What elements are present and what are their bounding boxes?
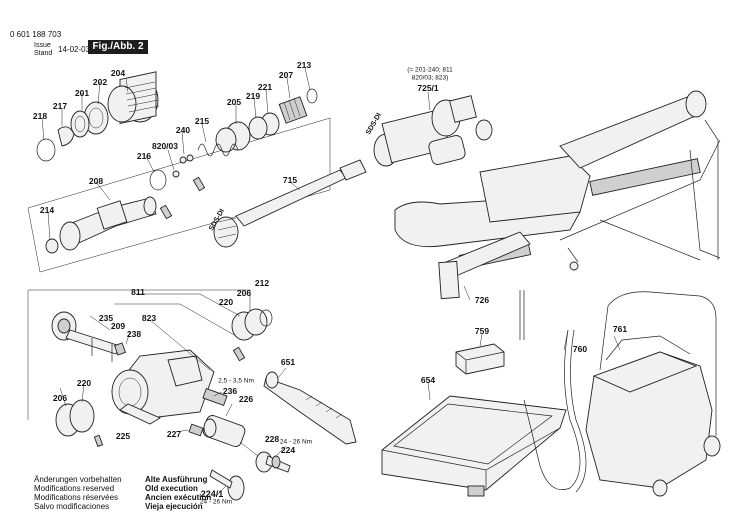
label-201: 201 xyxy=(74,88,90,98)
label-220a: 220 xyxy=(218,297,234,307)
label-654: 654 xyxy=(420,375,436,385)
part-224-1-bolt xyxy=(209,469,245,501)
label-725-note2: 820/03; 823) xyxy=(411,74,449,82)
part-grease xyxy=(192,176,206,192)
part-224-bolt xyxy=(255,451,291,473)
label-715: 715 xyxy=(282,175,298,185)
part-820-ball xyxy=(172,170,180,178)
label-238: 238 xyxy=(126,329,142,339)
part-236-screw xyxy=(202,387,228,407)
issue-label: Issue xyxy=(34,42,51,49)
part-206a-ring xyxy=(244,308,268,336)
label-torque-2: 24 - 26 Nm xyxy=(279,438,313,446)
label-726: 726 xyxy=(474,295,490,305)
label-725-note: (= 201-240; 811 xyxy=(407,66,453,74)
part-761-vacuum xyxy=(585,291,721,497)
part-219-ring xyxy=(248,116,268,140)
label-207: 207 xyxy=(278,70,294,80)
label-820-03: 820/03 xyxy=(152,141,178,151)
part-227-screw xyxy=(188,423,204,437)
part-207-cage xyxy=(278,96,308,124)
part-218-circlip xyxy=(36,138,56,162)
label-759: 759 xyxy=(474,326,490,336)
label-206a: 206 xyxy=(236,288,252,298)
part-651-handle xyxy=(263,371,357,445)
footer-note-de: Änderungen vorbehalten xyxy=(34,475,122,484)
main-machine xyxy=(394,90,721,340)
part-759-box xyxy=(455,343,505,375)
part-number: 0 601 188 703 xyxy=(10,30,62,39)
part-212-circlip xyxy=(259,309,273,327)
part-204-sleeve xyxy=(107,71,160,125)
part-213-circlip xyxy=(306,88,318,104)
label-216: 216 xyxy=(136,151,152,161)
footer-note-fr: Modifications réservées xyxy=(34,493,119,502)
part-220b-ring xyxy=(69,399,95,433)
label-235: 235 xyxy=(98,313,114,323)
label-202: 202 xyxy=(92,77,108,87)
part-208-spindle xyxy=(59,196,157,251)
part-214-ring xyxy=(45,238,59,254)
label-219: 219 xyxy=(245,91,261,101)
footer-note-en: Modifications reserved xyxy=(34,484,115,493)
label-209: 209 xyxy=(110,321,126,331)
label-227: 227 xyxy=(166,429,182,439)
part-238-spring xyxy=(113,342,127,356)
figure-badge: Fig./Abb. 2 xyxy=(88,40,148,54)
label-651: 651 xyxy=(280,357,296,367)
upper-group-frame xyxy=(27,117,331,273)
old-exec-en: Old execution xyxy=(145,484,198,493)
part-217-clip xyxy=(57,126,75,147)
stand-label: Stand xyxy=(34,50,53,57)
label-225: 225 xyxy=(115,431,131,441)
part-715-shank xyxy=(213,159,367,248)
label-823: 823 xyxy=(141,313,157,323)
label-240: 240 xyxy=(175,125,191,135)
label-218: 218 xyxy=(32,111,48,121)
label-208: 208 xyxy=(88,176,104,186)
part-225-housing xyxy=(111,349,215,425)
label-236: 236 xyxy=(222,386,238,396)
label-224-1: 224/1 xyxy=(200,489,224,499)
label-761: 761 xyxy=(612,324,628,334)
old-exec-es: Vieja ejecución xyxy=(145,502,203,511)
label-224: 224 xyxy=(280,445,296,455)
part-654-case xyxy=(381,395,567,497)
label-206b: 206 xyxy=(52,393,68,403)
old-exec-de: Alte Ausführung xyxy=(145,475,208,484)
label-213: 213 xyxy=(296,60,312,70)
label-204: 204 xyxy=(110,68,126,78)
part-201-ring xyxy=(70,110,90,138)
old-exec-fr: Ancien exécution xyxy=(145,493,212,502)
label-760: 760 xyxy=(572,344,588,354)
issue-date: 14-02-03 xyxy=(58,45,91,54)
label-215: 215 xyxy=(194,116,210,126)
part-725-chuck xyxy=(373,95,493,167)
label-205: 205 xyxy=(226,97,242,107)
label-725-1: 725/1 xyxy=(417,83,439,93)
part-240-ball xyxy=(179,156,187,164)
part-226-sleeve xyxy=(202,415,246,447)
label-214: 214 xyxy=(39,205,55,215)
label-torque-3: 24 - 26 Nm xyxy=(199,498,233,506)
part-811-lever xyxy=(51,311,121,362)
part-215-spring xyxy=(197,143,239,157)
label-226: 226 xyxy=(238,394,254,404)
part-760-hose xyxy=(523,329,581,490)
label-811: 811 xyxy=(131,287,145,297)
label-torque-1: 2,5 - 3,5 Nm xyxy=(218,377,254,385)
label-228: 228 xyxy=(264,434,280,444)
label-220b: 220 xyxy=(76,378,92,388)
part-216-ring xyxy=(149,169,167,191)
label-217: 217 xyxy=(52,101,68,111)
label-212: 212 xyxy=(254,278,270,288)
label-221: 221 xyxy=(257,82,273,92)
footer-note-es: Salvo modificaciones xyxy=(34,502,110,511)
